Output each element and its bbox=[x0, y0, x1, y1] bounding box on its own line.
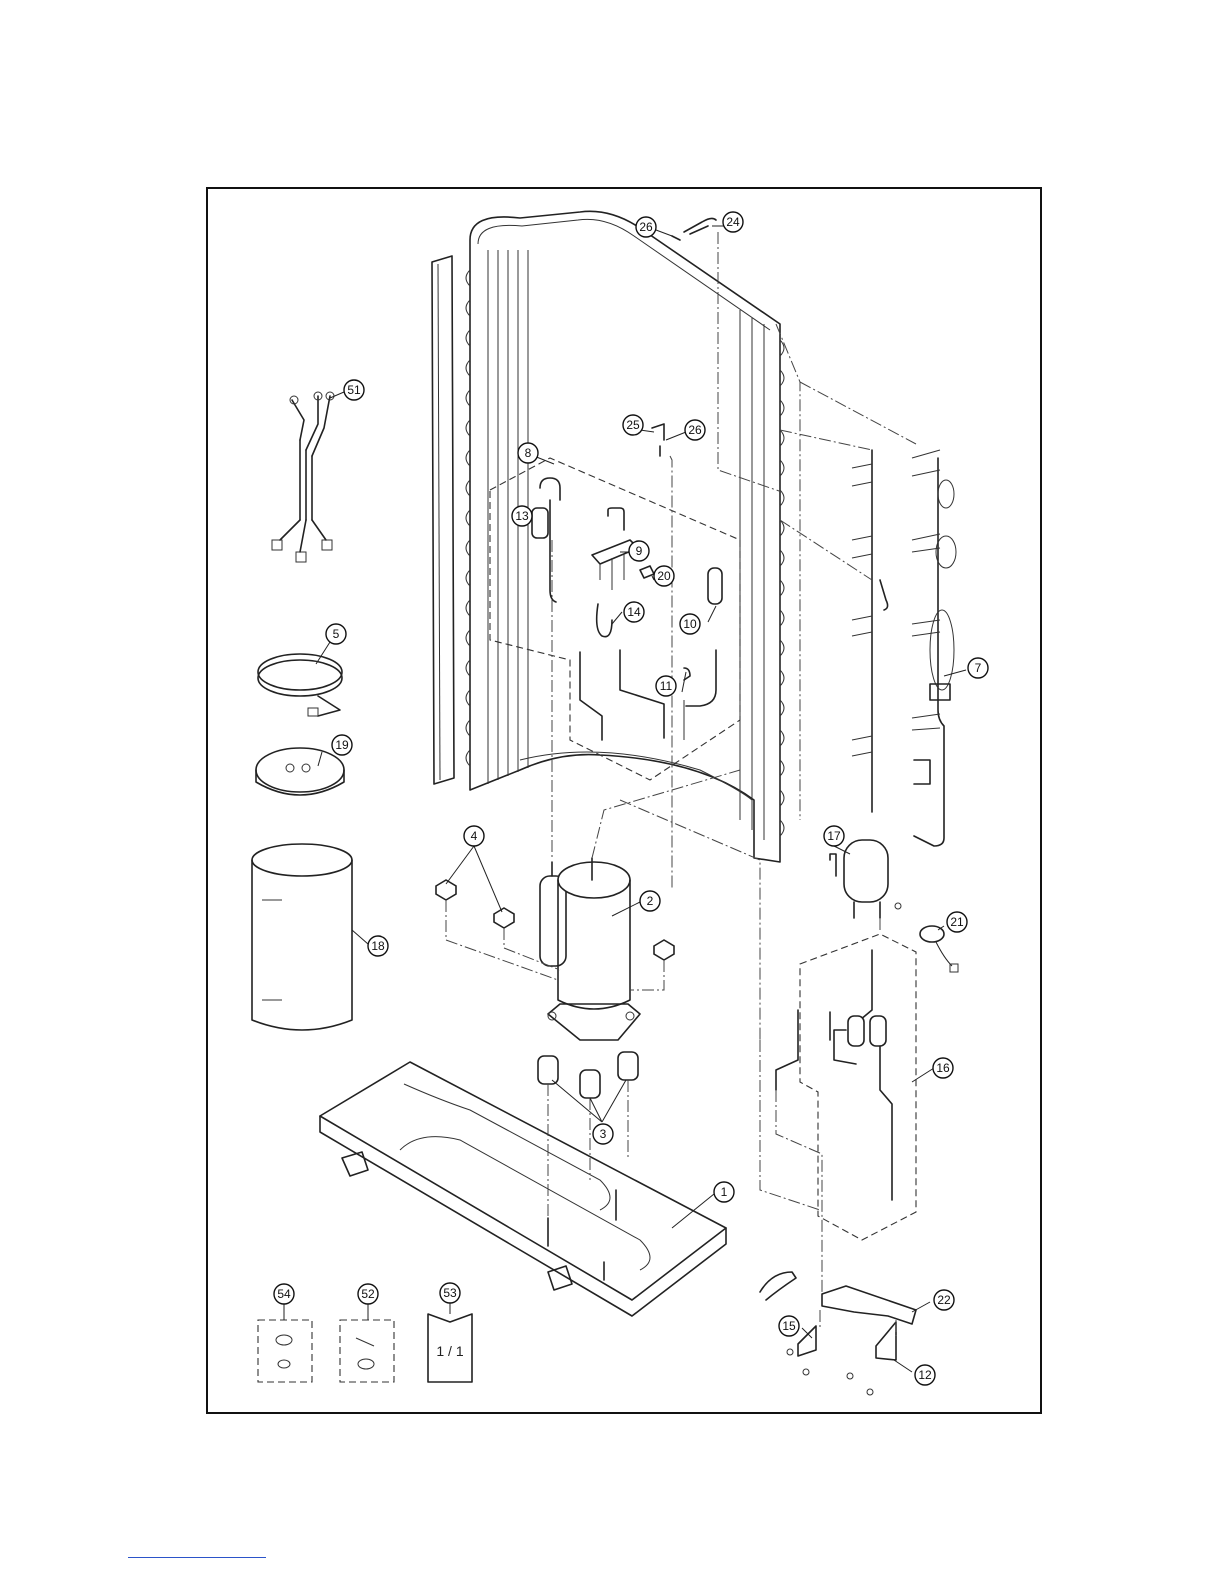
callout-51: 51 bbox=[344, 380, 364, 400]
connecting-pipe-assembly bbox=[852, 450, 956, 846]
callout-4: 4 bbox=[464, 826, 484, 846]
svg-text:25: 25 bbox=[626, 418, 640, 432]
callout-13: 13 bbox=[512, 506, 532, 526]
callout-8: 8 bbox=[518, 443, 538, 463]
leader-lines bbox=[284, 226, 966, 1372]
svg-text:5: 5 bbox=[333, 627, 340, 641]
callout-19: 19 bbox=[332, 735, 352, 755]
svg-text:1: 1 bbox=[721, 1185, 728, 1199]
svg-text:26: 26 bbox=[688, 423, 702, 437]
callout-26-mid: 26 bbox=[685, 420, 705, 440]
condenser-coil bbox=[466, 211, 784, 862]
svg-text:11: 11 bbox=[660, 679, 673, 693]
compressor bbox=[540, 858, 640, 1040]
callout-24: 24 bbox=[723, 212, 743, 232]
callouts: 1 2 3 4 5 7 8 9 10 11 12 13 14 15 16 17 … bbox=[274, 212, 988, 1385]
callout-11: 11 bbox=[656, 676, 676, 696]
svg-text:14: 14 bbox=[627, 605, 641, 619]
kit-box-52 bbox=[340, 1320, 394, 1382]
callout-15: 15 bbox=[779, 1316, 799, 1336]
receiver bbox=[830, 840, 901, 918]
compressor-heater-band bbox=[258, 654, 342, 716]
svg-text:8: 8 bbox=[525, 446, 532, 460]
callout-21: 21 bbox=[947, 912, 967, 932]
svg-text:12: 12 bbox=[918, 1368, 932, 1382]
callout-16: 16 bbox=[933, 1058, 953, 1078]
callout-10: 10 bbox=[680, 614, 700, 634]
svg-text:51: 51 bbox=[347, 383, 361, 397]
svg-text:2: 2 bbox=[647, 894, 654, 908]
svg-text:21: 21 bbox=[950, 915, 964, 929]
svg-text:16: 16 bbox=[936, 1061, 950, 1075]
callout-52: 52 bbox=[358, 1284, 378, 1304]
svg-text:20: 20 bbox=[657, 569, 671, 583]
callout-5: 5 bbox=[326, 624, 346, 644]
callout-7: 7 bbox=[968, 658, 988, 678]
base-pan bbox=[320, 1062, 726, 1316]
callout-14: 14 bbox=[624, 602, 644, 622]
wiring-harness bbox=[272, 392, 334, 562]
callout-53: 53 bbox=[440, 1283, 460, 1303]
callout-26-top: 26 bbox=[636, 217, 656, 237]
svg-text:4: 4 bbox=[471, 829, 478, 843]
callout-25: 25 bbox=[623, 415, 643, 435]
svg-text:10: 10 bbox=[683, 617, 697, 631]
kit-box-54 bbox=[258, 1320, 312, 1382]
callout-18: 18 bbox=[368, 936, 388, 956]
svg-text:18: 18 bbox=[371, 939, 385, 953]
callout-17: 17 bbox=[824, 826, 844, 846]
installation-manual: 1 / 1 bbox=[428, 1314, 472, 1382]
callout-12: 12 bbox=[915, 1365, 935, 1385]
svg-text:54: 54 bbox=[277, 1287, 291, 1301]
callout-9: 9 bbox=[629, 541, 649, 561]
svg-text:9: 9 bbox=[636, 544, 643, 558]
accumulator-pipe-assembly bbox=[776, 934, 916, 1240]
svg-text:7: 7 bbox=[975, 661, 982, 675]
svg-text:22: 22 bbox=[937, 1293, 951, 1307]
callout-20: 20 bbox=[654, 566, 674, 586]
svg-text:26: 26 bbox=[639, 220, 653, 234]
svg-text:53: 53 bbox=[443, 1286, 457, 1300]
svg-text:52: 52 bbox=[361, 1287, 375, 1301]
svg-text:13: 13 bbox=[515, 509, 529, 523]
svg-text:17: 17 bbox=[827, 829, 841, 843]
connection-lines bbox=[446, 232, 916, 1336]
callout-2: 2 bbox=[640, 891, 660, 911]
svg-text:15: 15 bbox=[782, 1319, 796, 1333]
sensors bbox=[652, 218, 716, 456]
svg-text:3: 3 bbox=[600, 1127, 607, 1141]
footer-link-rule bbox=[128, 1557, 266, 1558]
sound-insulation-jacket bbox=[252, 844, 352, 1030]
manual-page-label: 1 / 1 bbox=[436, 1343, 463, 1359]
compressor-cover-disc bbox=[256, 748, 344, 795]
svg-text:24: 24 bbox=[726, 215, 740, 229]
svg-text:19: 19 bbox=[335, 738, 349, 752]
callout-3: 3 bbox=[593, 1124, 613, 1144]
rubber-cushions bbox=[538, 1052, 638, 1098]
side-panel-strip bbox=[432, 256, 454, 784]
callout-22: 22 bbox=[934, 1290, 954, 1310]
sensor-21 bbox=[920, 926, 958, 972]
callout-54: 54 bbox=[274, 1284, 294, 1304]
callout-1: 1 bbox=[714, 1182, 734, 1202]
